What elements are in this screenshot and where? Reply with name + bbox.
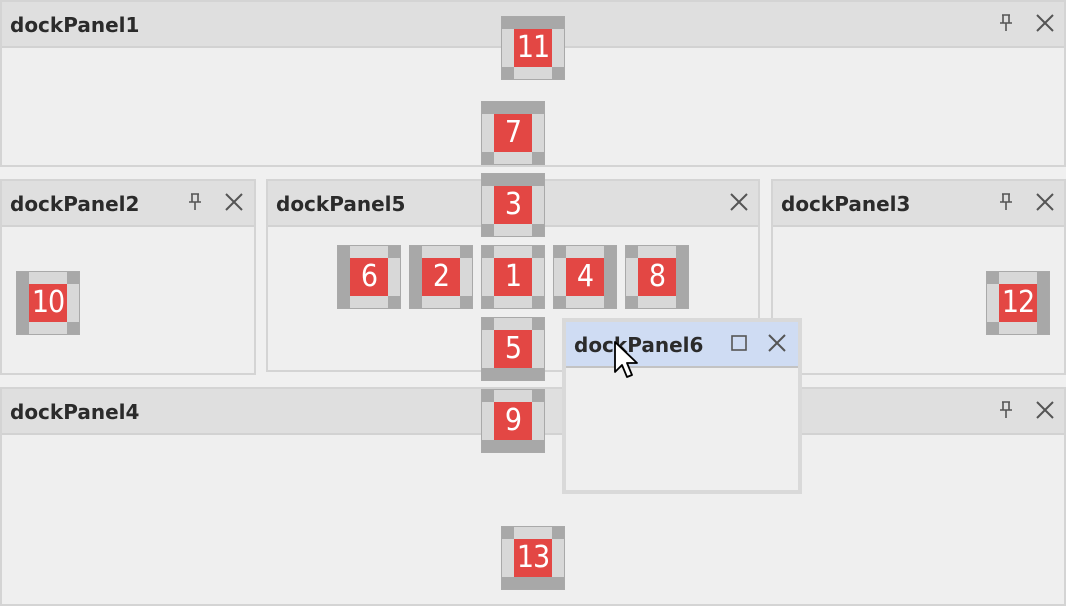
dock-hint-1-label: 1 (494, 258, 532, 296)
dock-hint-2-label: 2 (422, 258, 460, 296)
dock-hint-7[interactable]: 7 (481, 101, 545, 165)
dock-hint-5-label: 5 (494, 330, 532, 368)
dock-panel-4-title: dockPanel4 (10, 400, 140, 424)
close-icon[interactable] (1034, 399, 1056, 421)
dock-hint-13-label: 13 (514, 539, 552, 577)
dock-hint-6[interactable]: 6 (337, 245, 401, 309)
close-icon[interactable] (1034, 12, 1056, 34)
dock-panel-3-title: dockPanel3 (781, 192, 911, 216)
close-icon[interactable] (766, 332, 788, 354)
dock-hint-8-label: 8 (638, 258, 676, 296)
close-icon[interactable] (728, 191, 750, 213)
dock-panel-1-title: dockPanel1 (10, 13, 140, 37)
dock-panel-6-floating[interactable]: dockPanel6 (562, 318, 802, 494)
pin-icon[interactable] (995, 12, 1017, 34)
maximize-icon[interactable] (728, 332, 750, 354)
dock-hint-11[interactable]: 11 (501, 16, 565, 80)
dock-hint-1[interactable]: 1 (481, 245, 545, 309)
dock-hint-7-label: 7 (494, 114, 532, 152)
dock-hint-4-label: 4 (566, 258, 604, 296)
dock-hint-11-label: 11 (514, 29, 552, 67)
pin-icon[interactable] (995, 399, 1017, 421)
close-icon[interactable] (223, 191, 245, 213)
dock-panel-6-title: dockPanel6 (574, 333, 704, 357)
dock-hint-6-label: 6 (350, 258, 388, 296)
dock-panel-3-header[interactable]: dockPanel3 (773, 181, 1064, 227)
dock-hint-3-label: 3 (494, 186, 532, 224)
dock-hint-8[interactable]: 8 (625, 245, 689, 309)
dock-panel-5-title: dockPanel5 (276, 192, 406, 216)
dock-panel-2-header[interactable]: dockPanel2 (2, 181, 254, 227)
dock-hint-10[interactable]: 10 (16, 271, 80, 335)
pin-icon[interactable] (995, 191, 1017, 213)
close-icon[interactable] (1034, 191, 1056, 213)
pin-icon[interactable] (184, 191, 206, 213)
dock-hint-10-label: 10 (29, 284, 67, 322)
dock-panel-2-title: dockPanel2 (10, 192, 140, 216)
dock-hint-3[interactable]: 3 (481, 173, 545, 237)
dock-hint-12[interactable]: 12 (986, 271, 1050, 335)
dock-hint-9-label: 9 (494, 402, 532, 440)
dock-hint-12-label: 12 (999, 284, 1037, 322)
dock-hint-13[interactable]: 13 (501, 526, 565, 590)
dock-hint-4[interactable]: 4 (553, 245, 617, 309)
dock-hint-2[interactable]: 2 (409, 245, 473, 309)
dock-hint-9[interactable]: 9 (481, 389, 545, 453)
dock-hint-5[interactable]: 5 (481, 317, 545, 381)
dock-panel-6-header[interactable]: dockPanel6 (566, 322, 798, 368)
